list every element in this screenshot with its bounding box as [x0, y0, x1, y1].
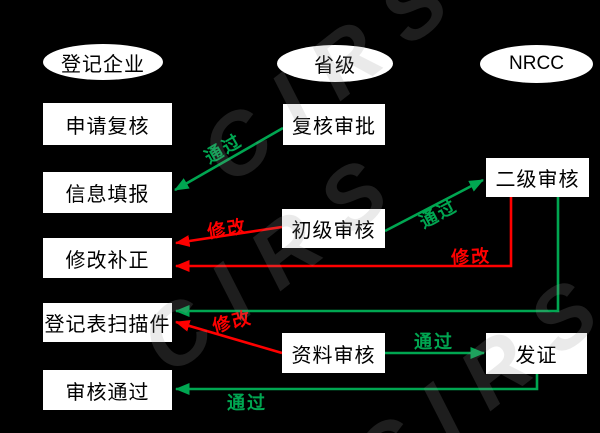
edge-pass-primary-review-to-secondary-review	[384, 178, 484, 233]
edge-revise-secondary-review-to-revise-supplement	[174, 197, 513, 272]
node-certificate-issue: 发证	[486, 333, 587, 374]
node-revise-supplement: 修改补正	[43, 238, 172, 278]
node-info-submit: 信息填报	[43, 172, 172, 213]
edge-pass-secondary-review-to-registration-scan	[174, 197, 560, 317]
edge-label-pass-4: 通过	[227, 393, 267, 413]
edge-label-pass-3: 通过	[414, 332, 454, 352]
edge-revise-material-review-to-registration-scan	[175, 320, 283, 355]
node-registration-scan: 登记表扫描件	[43, 303, 172, 342]
lane-registrant: 登记企业	[43, 44, 163, 80]
node-apply-review: 申请复核	[43, 103, 172, 145]
lane-provincial: 省级	[277, 45, 393, 82]
node-primary-review: 初级审核	[282, 209, 385, 248]
edge-revise-primary-review-to-revise-supplement	[174, 225, 283, 247]
edge-pass-review-approval-to-info-submit	[174, 126, 284, 192]
node-secondary-review: 二级审核	[486, 158, 589, 197]
node-material-review: 资料审核	[282, 333, 385, 373]
edge-pass-certificate-issue-to-review-passed	[174, 374, 539, 395]
edge-label-revise-2: 修改	[450, 245, 492, 269]
node-review-passed: 审核通过	[43, 370, 172, 410]
node-review-approval: 复核审批	[283, 104, 385, 145]
lane-nrcc: NRCC	[480, 45, 593, 83]
